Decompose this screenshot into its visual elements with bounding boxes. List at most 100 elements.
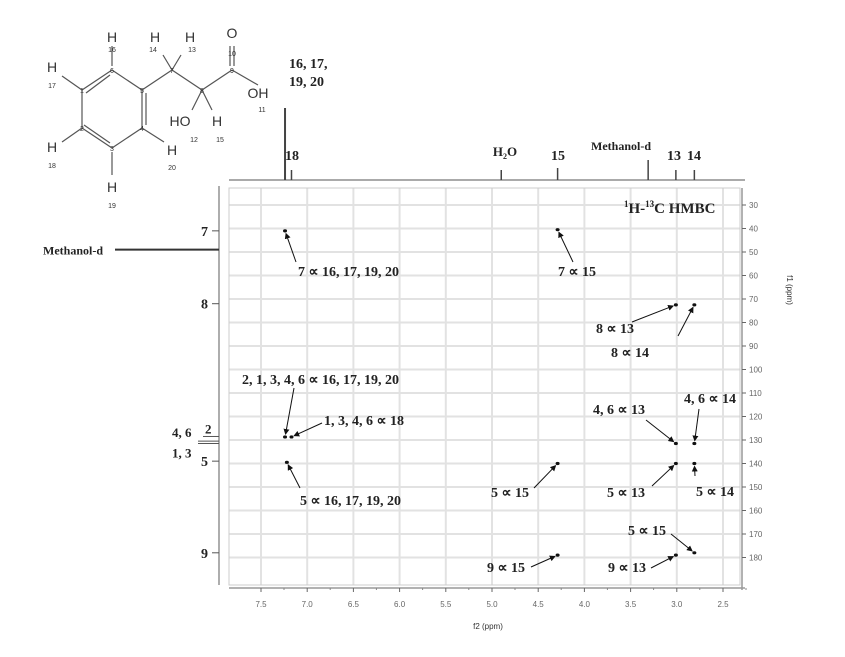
cross-peak	[673, 461, 678, 466]
x-tick-label: 3.0	[671, 600, 683, 609]
cross-peak-label: 4, 6 ∝ 13	[593, 403, 645, 418]
carbon-peak-label: 2	[205, 421, 212, 436]
structure-atom-number: 10	[228, 51, 236, 58]
y-tick-label: 80	[749, 319, 758, 328]
annotation-arrow	[530, 555, 556, 568]
cross-peak	[673, 303, 678, 307]
cross-peak-label: 4, 6 ∝ 14	[684, 392, 736, 407]
annotation-arrow	[651, 464, 675, 487]
cross-peak	[692, 551, 697, 555]
structure-atom-label: H	[167, 142, 177, 158]
cross-peak	[289, 435, 294, 439]
y-tick-label: 90	[749, 342, 758, 351]
carbon-peak-label: 5	[201, 455, 208, 470]
structure-atom-number: 9	[230, 68, 234, 75]
cross-peak-label: 8 ∝ 13	[596, 322, 634, 337]
proton-peak-label: Methanol-d	[591, 139, 651, 153]
structure-atom-label: H	[212, 113, 222, 129]
structure-atom-number: 19	[108, 203, 116, 210]
structure-atom-number: 6	[110, 68, 114, 75]
structure-atom-number: 14	[149, 47, 157, 54]
annotation-arrow	[293, 422, 323, 437]
x-tick-label: 6.0	[394, 600, 406, 609]
cross-peak-label: 5 ∝ 15	[628, 524, 666, 539]
cross-peak-label: 5 ∝ 13	[607, 486, 645, 501]
y-tick-label: 60	[749, 272, 758, 281]
annotation-arrow	[670, 533, 693, 552]
structure-atom-number: 1	[80, 88, 84, 95]
y-tick-label: 100	[749, 366, 763, 375]
annotation-arrow	[645, 419, 675, 443]
annotation-arrow	[558, 231, 574, 263]
plot-frame	[228, 187, 741, 586]
y-tick-label: 130	[749, 436, 763, 445]
structure-atom-number: 7	[170, 68, 174, 75]
y-tick-label: 50	[749, 248, 758, 257]
structure-atom-label: HO	[170, 113, 191, 129]
structure-atom-number: 12	[190, 137, 198, 144]
chart-title: 1H-13C HMBC	[624, 199, 715, 217]
cross-peak	[555, 553, 560, 557]
structure-atom-number: 3	[110, 146, 114, 153]
carbon-peak-label: 1, 3	[172, 446, 192, 461]
annotation-arrow	[284, 232, 297, 263]
y-tick-label: 40	[749, 225, 758, 234]
x-axis-label: f2 (ppm)	[473, 622, 503, 631]
y-tick-label: 170	[749, 530, 763, 539]
cross-peak	[283, 229, 288, 233]
cross-peak	[692, 441, 697, 446]
structure-atom-label: H	[47, 139, 57, 155]
cross-peak-label: 5 ∝ 16, 17, 19, 20	[300, 494, 401, 509]
cross-peak	[673, 553, 678, 557]
structure-atom-number: 18	[48, 163, 56, 170]
cross-peak	[692, 303, 697, 307]
carbon-peak-label: Methanol-d	[43, 244, 103, 258]
x-tick-label: 5.0	[486, 600, 498, 609]
structure-atom-number: 8	[200, 88, 204, 95]
structure-atom-label: H	[107, 29, 117, 45]
cross-peak	[673, 441, 678, 446]
structure-atom-label: H	[185, 29, 195, 45]
cross-peak-label: 7 ∝ 15	[558, 265, 596, 280]
structure-atom-number: 17	[48, 83, 56, 90]
cross-peak	[692, 461, 697, 466]
proton-peak-label: 19, 20	[289, 75, 324, 90]
cross-peak-label: 8 ∝ 14	[611, 346, 649, 361]
structure-atom-number: 13	[188, 47, 196, 54]
annotation-arrow	[677, 306, 694, 337]
structure-atom-number: 5	[140, 88, 144, 95]
x-tick-label: 7.0	[302, 600, 314, 609]
cross-peak	[555, 461, 560, 466]
x-tick-label: 2.5	[717, 600, 729, 609]
y-tick-label: 110	[749, 389, 762, 398]
structure-atom-number: 16	[108, 47, 116, 54]
carbon-peak-label: 8	[201, 298, 208, 313]
structure-atom-label: O	[227, 25, 238, 41]
y-tick-label: 180	[749, 554, 763, 563]
proton-peak-label: H2O	[493, 144, 517, 161]
chemical-structure	[61, 46, 259, 175]
structure-atom-number: 11	[258, 107, 265, 114]
y-tick-label: 120	[749, 413, 763, 422]
annotation-arrow	[631, 304, 675, 323]
carbon-peak-label: 4, 6	[172, 425, 192, 440]
structure-atom-label: H	[150, 29, 160, 45]
cross-peak-label: 2, 1, 3, 4, 6 ∝ 16, 17, 19, 20	[242, 373, 399, 388]
y-axis-label: f1 (ppm)	[785, 275, 794, 305]
annotation-arrow	[692, 408, 700, 442]
annotation-arrow	[650, 556, 675, 569]
cross-peak-label: 9 ∝ 13	[608, 561, 646, 576]
proton-peak-label: 13	[667, 149, 681, 164]
x-tick-label: 6.5	[348, 600, 360, 609]
carbon-peak-label: 9	[201, 547, 208, 562]
x-tick-label: 5.5	[440, 600, 452, 609]
structure-atom-label: H	[107, 179, 117, 195]
plot-grid	[229, 188, 740, 585]
structure-atom-number: 4	[140, 126, 144, 133]
